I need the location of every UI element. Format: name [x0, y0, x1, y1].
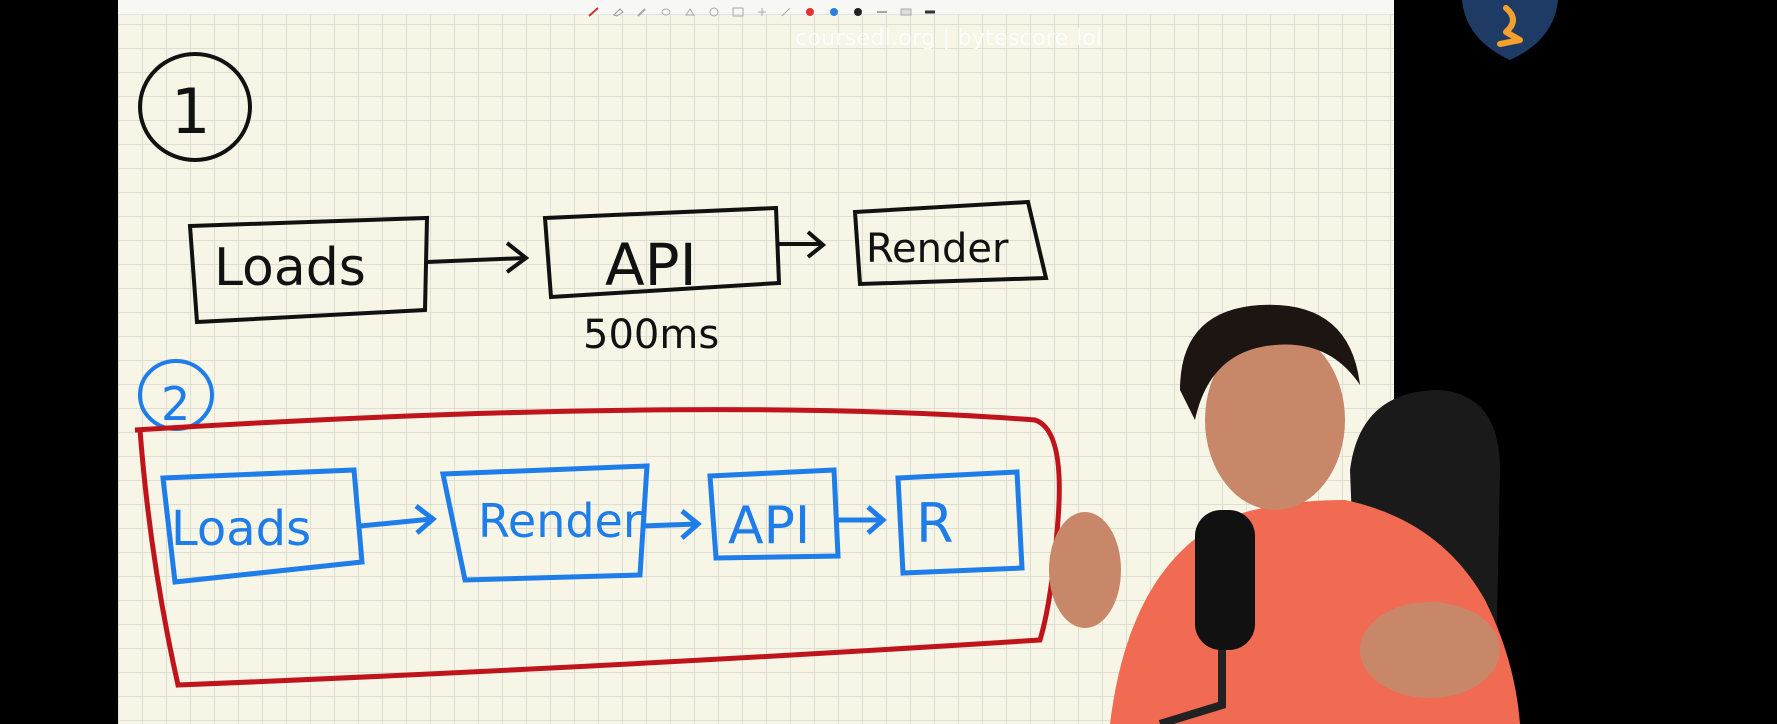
- black-color-icon[interactable]: [852, 2, 864, 16]
- diagram-1-render-box: Render: [852, 199, 1049, 287]
- diagram-2-red-boundary: [134, 407, 1062, 688]
- step-2-number: 2: [161, 377, 190, 431]
- shape-icon[interactable]: [684, 2, 696, 16]
- line-thin-icon[interactable]: [876, 2, 888, 13]
- highlighter-icon[interactable]: [636, 2, 648, 17]
- step-1-number: 1: [171, 75, 210, 148]
- toolbar-icons: [588, 0, 936, 17]
- diagram-1-api-label: API: [605, 231, 697, 299]
- diagram-2-r-label: R: [916, 492, 954, 555]
- diagram-1-timing: 500ms: [583, 312, 719, 358]
- diagram-1-arrow-1: [426, 241, 530, 274]
- diagram-2-render-box: Render: [439, 463, 650, 583]
- diagram-1-loads-label: Loads: [214, 238, 366, 298]
- diagram-2-arrow-1: [359, 504, 437, 535]
- pen-icon[interactable]: [588, 2, 600, 17]
- step-1-marker: 1: [138, 52, 252, 162]
- diagram-2-loads-label: Loads: [171, 501, 311, 557]
- presenter-video-overlay: [1049, 304, 1520, 724]
- diagram-1-api-box: API: [542, 205, 782, 300]
- diagram-2-arrow-2: [641, 509, 702, 540]
- channel-logo-icon: [1462, 0, 1558, 60]
- undo-icon[interactable]: [708, 2, 720, 17]
- diagram-1-timing-label: 500ms: [583, 312, 719, 358]
- eraser-icon[interactable]: [612, 2, 624, 17]
- laser-icon[interactable]: [780, 2, 792, 17]
- line-medium-icon[interactable]: [900, 2, 912, 16]
- add-icon[interactable]: [756, 2, 768, 16]
- diagram-1-loads-box: Loads: [187, 215, 430, 325]
- diagram-2-loads-box: Loads: [160, 467, 365, 585]
- drawing-toolbar: [118, 0, 1394, 17]
- diagram-2-api-label: API: [728, 496, 810, 556]
- image-icon[interactable]: [732, 2, 744, 17]
- diagram-2-r-box: R: [895, 469, 1025, 576]
- diagram-2-api-box: API: [707, 467, 841, 561]
- diagram-1-render-label: Render: [866, 226, 1009, 272]
- diagram-2-arrow-3: [838, 505, 887, 535]
- watermark-text: coursedl.org | bytescore.lol: [795, 26, 1103, 51]
- lasso-icon[interactable]: [660, 2, 672, 16]
- line-thick-icon[interactable]: [924, 2, 936, 14]
- diagram-2-render-label: Render: [478, 494, 642, 548]
- red-color-icon[interactable]: [804, 2, 816, 16]
- blue-color-icon[interactable]: [828, 2, 840, 16]
- diagram-1-arrow-2: [779, 230, 827, 259]
- step-2-marker: 2: [138, 359, 214, 431]
